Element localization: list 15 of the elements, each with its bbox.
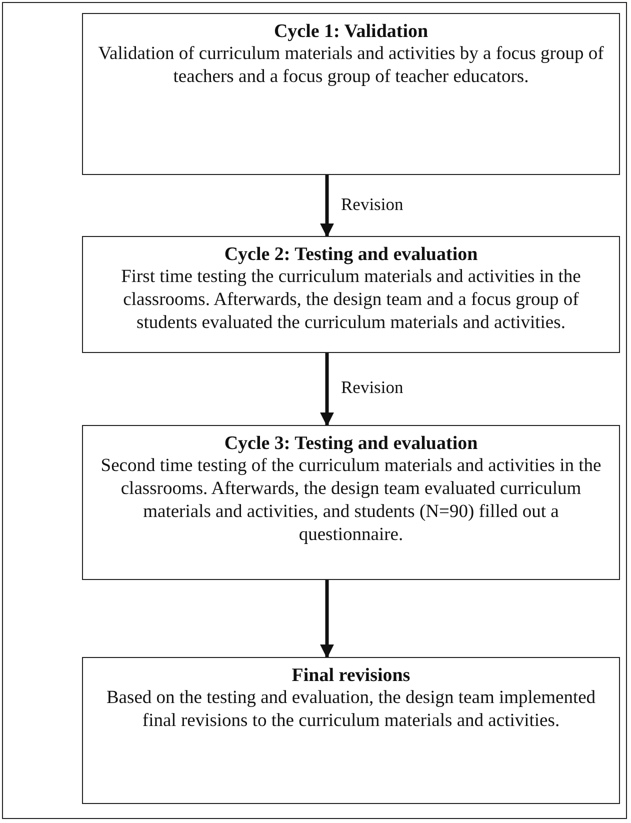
box-text: Second time testing of the curriculum materials and activities in the classrooms. Afterwards, the design team evaluated curriculum materials and activities, and students (N=90) filled out a questionnaire.	[100, 455, 602, 547]
process-box	[82, 657, 620, 804]
process-box	[82, 13, 620, 175]
arrow	[320, 353, 334, 426]
box-heading: Cycle 1: Validation	[272, 20, 430, 43]
arrow	[320, 580, 334, 658]
process-box	[82, 425, 620, 580]
box-text: Validation of curriculum materials and activities by a focus group of teachers and a focus group of teacher educators.	[97, 43, 605, 89]
box-heading: Final revisions	[290, 664, 412, 687]
arrow	[320, 175, 334, 238]
box-heading: Cycle 2: Testing and evaluation	[223, 243, 479, 266]
box-text: Based on the testing and evaluation, the design team implemented final revisions to the curriculum materials and activities.	[105, 687, 597, 733]
box-text: First time testing the curriculum materials and activities in the classrooms. Afterwards, the design team and a focus group of students evaluated the curriculum materials and activities.	[120, 266, 582, 335]
process-box	[82, 236, 620, 353]
box-heading: Cycle 3: Testing and evaluation	[223, 432, 479, 455]
